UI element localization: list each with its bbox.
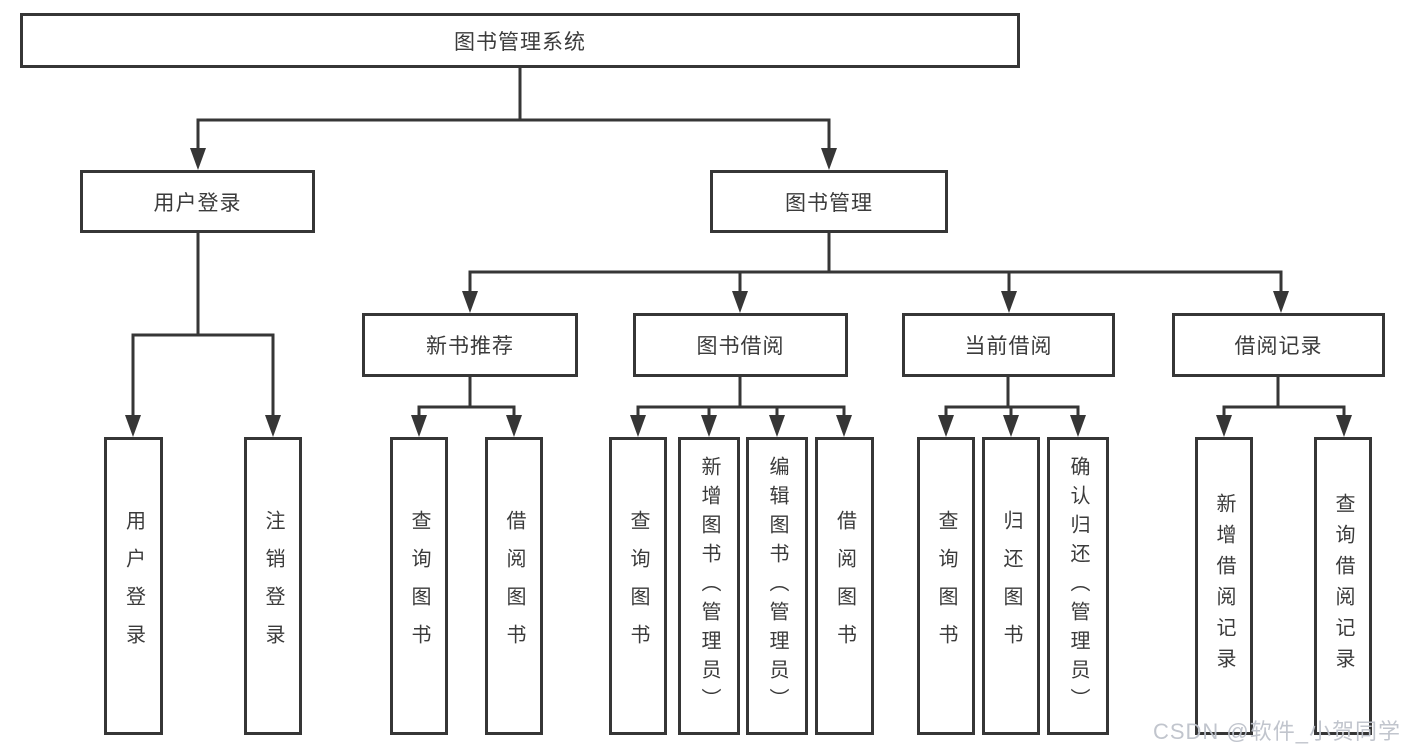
node-book-borrow: 图书借阅 bbox=[633, 313, 848, 377]
leaf-confirm-return-admin-label: 确认归还（管理员） bbox=[1067, 455, 1089, 717]
leaf-user-login: 用户登录 bbox=[104, 437, 163, 735]
leaf-logout: 注销登录 bbox=[244, 437, 302, 735]
node-borrow-records: 借阅记录 bbox=[1172, 313, 1385, 377]
node-user-login-label: 用户登录 bbox=[153, 191, 242, 215]
leaf-confirm-return-admin: 确认归还（管理员） bbox=[1047, 437, 1109, 735]
node-borrow-records-label: 借阅记录 bbox=[1234, 335, 1323, 358]
leaf-query-borrow-record-label: 查询借阅记录 bbox=[1332, 493, 1354, 679]
node-current-borrow-label: 当前借阅 bbox=[964, 335, 1053, 358]
leaf-edit-books-admin: 编辑图书（管理员） bbox=[746, 437, 808, 735]
leaf-edit-books-admin-label: 编辑图书（管理员） bbox=[766, 455, 788, 717]
node-user-login: 用户登录 bbox=[80, 170, 315, 233]
node-book-management: 图书管理 bbox=[710, 170, 948, 233]
leaf-logout-label: 注销登录 bbox=[262, 510, 284, 662]
node-new-book-recommend-label: 新书推荐 bbox=[426, 335, 514, 358]
watermark: CSDN @软件_小贺同学 bbox=[1152, 719, 1401, 744]
leaf-query-books-2: 查询图书 bbox=[609, 437, 667, 735]
leaf-borrow-books-1-label: 借阅图书 bbox=[503, 510, 525, 662]
leaf-add-books-admin-label: 新增图书（管理员） bbox=[698, 455, 720, 717]
node-root: 图书管理系统 bbox=[20, 13, 1020, 68]
leaf-add-borrow-record-label: 新增借阅记录 bbox=[1213, 493, 1235, 679]
leaf-return-books: 归还图书 bbox=[982, 437, 1040, 735]
node-book-management-label: 图书管理 bbox=[785, 191, 873, 215]
node-root-label: 图书管理系统 bbox=[454, 30, 586, 54]
leaf-user-login-label: 用户登录 bbox=[122, 510, 145, 662]
node-new-book-recommend: 新书推荐 bbox=[362, 313, 578, 377]
leaf-query-books-3: 查询图书 bbox=[917, 437, 975, 735]
leaf-query-borrow-record: 查询借阅记录 bbox=[1314, 437, 1372, 735]
leaf-borrow-books-1: 借阅图书 bbox=[485, 437, 543, 735]
leaf-return-books-label: 归还图书 bbox=[1000, 510, 1022, 662]
leaf-query-books-1: 查询图书 bbox=[390, 437, 448, 735]
leaf-borrow-books-2: 借阅图书 bbox=[815, 437, 874, 735]
node-current-borrow: 当前借阅 bbox=[902, 313, 1115, 377]
leaf-query-books-3-label: 查询图书 bbox=[935, 510, 957, 662]
leaf-add-books-admin: 新增图书（管理员） bbox=[678, 437, 740, 735]
leaf-query-books-2-label: 查询图书 bbox=[627, 510, 649, 662]
leaf-add-borrow-record: 新增借阅记录 bbox=[1195, 437, 1253, 735]
node-book-borrow-label: 图书借阅 bbox=[696, 335, 785, 358]
leaf-borrow-books-2-label: 借阅图书 bbox=[833, 510, 856, 662]
leaf-query-books-1-label: 查询图书 bbox=[408, 510, 430, 662]
